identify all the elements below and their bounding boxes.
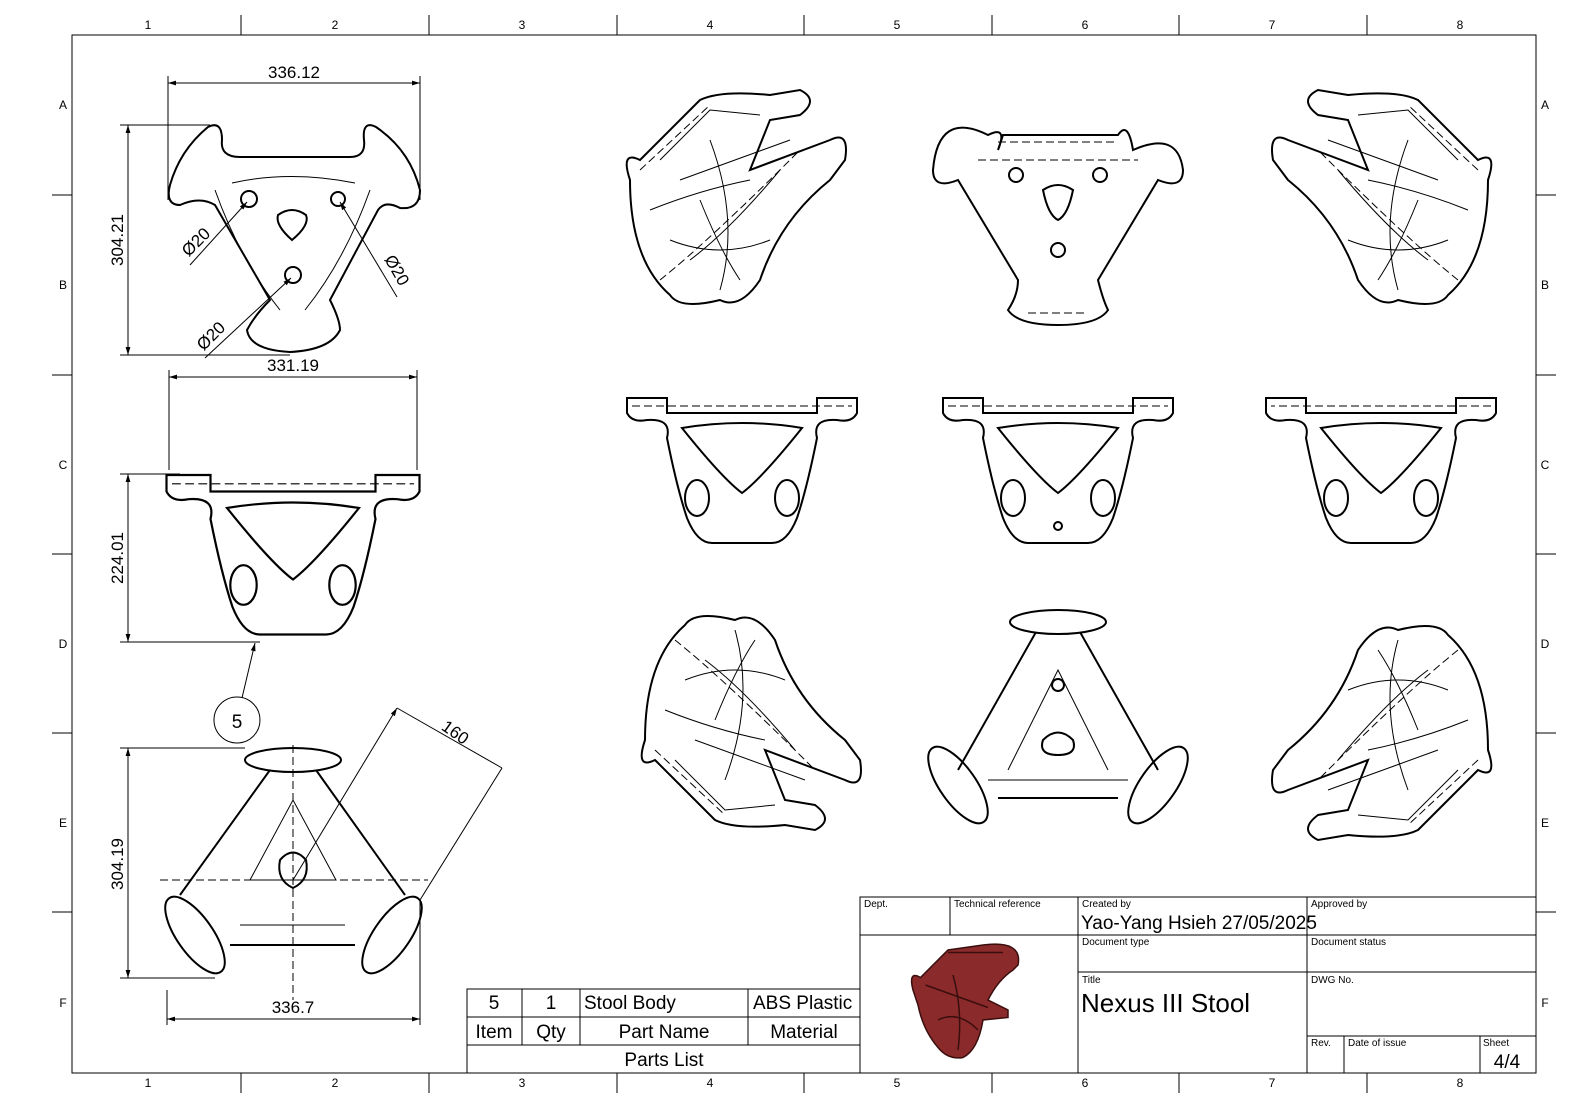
- top-view-alt: [931, 126, 1185, 327]
- bottom-view-alt: [927, 609, 1189, 825]
- dim-top-height: 304.21: [108, 214, 127, 266]
- zone-row-a-right: A: [1541, 98, 1549, 112]
- dim-bottom-radius: 160: [438, 717, 472, 749]
- zone-labels: 1 2 3 4 5 6 7 8 1 2 3 4 5 6 7 8 A B C D …: [59, 18, 1550, 1090]
- parts-list-row: 5 1 Stool Body ABS Plastic: [489, 993, 853, 1014]
- title-label: Title: [1082, 975, 1101, 986]
- zone-row-f-right: F: [1541, 996, 1548, 1010]
- front-view: [165, 473, 421, 636]
- header-material: Material: [770, 1022, 838, 1043]
- zone-row-b-right: B: [1541, 278, 1549, 292]
- zone-row-e: E: [59, 816, 67, 830]
- doc-status-label: Document status: [1311, 937, 1386, 948]
- iso-view-2: [1271, 89, 1493, 305]
- front-view-dimensions: 331.19 224.01 5: [108, 356, 418, 744]
- header-item: Item: [476, 1022, 513, 1043]
- dim-top-width: 336.12: [268, 63, 320, 82]
- row-material: ABS Plastic: [753, 993, 852, 1014]
- dim-hole-2: Ø20: [381, 252, 414, 289]
- row-part-name: Stool Body: [584, 993, 676, 1014]
- dim-hole-3: Ø20: [193, 318, 229, 354]
- header-part-name: Part Name: [619, 1022, 710, 1043]
- zone-col-2-bottom: 2: [332, 1076, 339, 1090]
- zone-col-4-bottom: 4: [707, 1076, 714, 1090]
- dim-hole-1: Ø20: [178, 224, 214, 260]
- dept-label: Dept.: [864, 899, 888, 910]
- bottom-view-dimensions: 304.19 336.7 160: [108, 707, 503, 1025]
- zone-row-a: A: [59, 98, 67, 112]
- model-render-thumbnail: [910, 943, 1020, 1059]
- dim-front-width: 331.19: [267, 356, 319, 375]
- zone-row-f: F: [59, 996, 66, 1010]
- balloon: [213, 696, 261, 744]
- parts-list-title: Parts List: [624, 1050, 704, 1071]
- zone-row-e-right: E: [1541, 816, 1549, 830]
- top-view-dimensions: 336.12 304.21 Ø20 Ø20 Ø20: [108, 63, 421, 359]
- bottom-view: [160, 745, 428, 1000]
- balloon-number: 5: [232, 712, 243, 733]
- row-qty: 1: [546, 993, 557, 1014]
- zone-col-6-bottom: 6: [1082, 1076, 1089, 1090]
- top-view: [167, 124, 422, 354]
- parts-list: 5 1 Stool Body ABS Plastic Item Qty Part…: [466, 988, 861, 1074]
- zone-col-8-bottom: 8: [1457, 1076, 1464, 1090]
- zone-col-7: 7: [1269, 18, 1276, 32]
- row-item: 5: [489, 993, 500, 1014]
- drawing-title: Nexus III Stool: [1081, 988, 1250, 1018]
- tech-ref-label: Technical reference: [954, 899, 1041, 910]
- date-of-issue-label: Date of issue: [1348, 1038, 1407, 1049]
- iso-view-3: [640, 615, 862, 831]
- zone-col-1-bottom: 1: [145, 1076, 152, 1090]
- zone-col-4: 4: [707, 18, 714, 32]
- iso-view-1: [625, 89, 847, 305]
- front-view-right: [1265, 397, 1497, 544]
- zone-col-5-bottom: 5: [894, 1076, 901, 1090]
- zone-row-c: C: [59, 458, 68, 472]
- iso-view-4: [1271, 625, 1493, 841]
- zone-col-2: 2: [332, 18, 339, 32]
- dwg-no-label: DWG No.: [1311, 975, 1354, 986]
- zone-col-3: 3: [519, 18, 526, 32]
- zone-col-8: 8: [1457, 18, 1464, 32]
- zone-row-c-right: C: [1541, 458, 1550, 472]
- title-block: Dept. Technical reference Created by Yao…: [859, 896, 1537, 1074]
- zone-ticks: [52, 15, 1556, 1093]
- header-qty: Qty: [536, 1022, 566, 1043]
- zone-row-d-right: D: [1541, 637, 1550, 651]
- dim-bottom-width: 336.7: [272, 998, 315, 1017]
- created-by-value: Yao-Yang Hsieh 27/05/2025: [1081, 913, 1317, 934]
- rev-label: Rev.: [1311, 1038, 1331, 1049]
- zone-col-6: 6: [1082, 18, 1089, 32]
- zone-col-5: 5: [894, 18, 901, 32]
- created-by-label: Created by: [1082, 899, 1131, 910]
- front-view-left: [626, 397, 858, 544]
- zone-col-3-bottom: 3: [519, 1076, 526, 1090]
- sheet-label: Sheet: [1483, 1038, 1509, 1049]
- zone-col-7-bottom: 7: [1269, 1076, 1276, 1090]
- approved-by-label: Approved by: [1311, 899, 1367, 910]
- dim-front-height: 224.01: [108, 532, 127, 584]
- front-view-center: [942, 397, 1174, 544]
- zone-row-d: D: [59, 637, 68, 651]
- zone-col-1: 1: [145, 18, 152, 32]
- dim-bottom-height: 304.19: [108, 838, 127, 890]
- sheet-number: 4/4: [1494, 1052, 1521, 1073]
- zone-row-b: B: [59, 278, 67, 292]
- doc-type-label: Document type: [1082, 937, 1150, 948]
